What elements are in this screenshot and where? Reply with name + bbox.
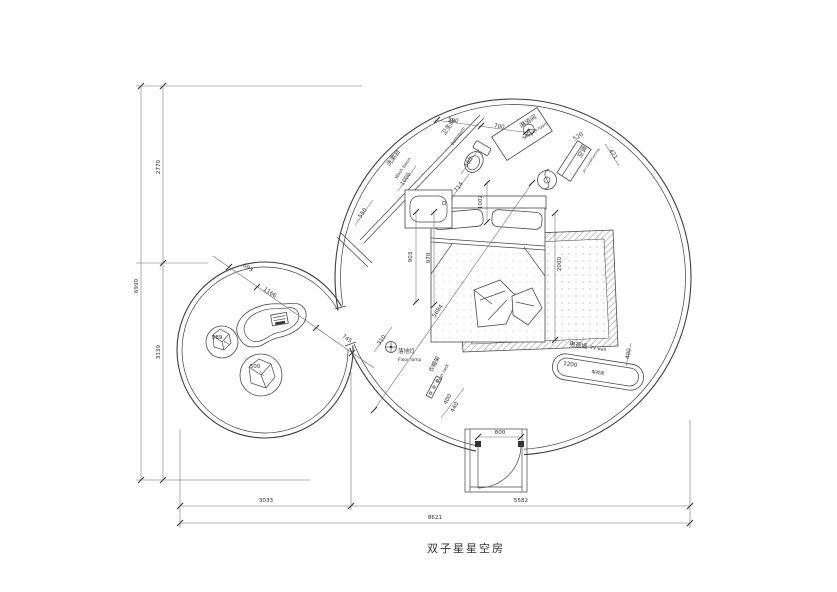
interior-wall	[336, 232, 373, 268]
door-jamb-right	[518, 441, 524, 447]
dim-8621: 8621	[428, 515, 443, 521]
bathroom-label-en: Bathroom	[450, 126, 467, 147]
blanket-fold	[473, 279, 519, 328]
dim-2770: 2770	[156, 159, 162, 174]
dim-5582: 5582	[514, 498, 528, 504]
pillow-right	[491, 209, 543, 230]
chair-a	[205, 325, 239, 359]
dim-3033: 3033	[259, 498, 274, 504]
tv-console: 电视柜	[552, 353, 644, 391]
dim-903: 903	[408, 251, 414, 262]
dim-421: 421	[607, 148, 618, 161]
dim-714: 714	[454, 181, 465, 194]
dim-310: 310	[377, 334, 388, 347]
table-tray	[270, 311, 289, 327]
floorlamp-label-cn: 落地灯	[398, 347, 415, 355]
air-conditioner	[537, 140, 592, 190]
dim-1002: 1002	[478, 195, 484, 209]
floor-lamp	[385, 341, 397, 353]
chair-b	[239, 353, 283, 397]
dim-3139: 3139	[156, 344, 162, 359]
dim-500: 500	[250, 364, 261, 370]
door-jamb-left	[475, 441, 481, 447]
coatrack-label-cn: 衣帽架	[427, 354, 442, 373]
dim-1200-tv: 1200	[563, 361, 578, 369]
dim-2000: 2000	[557, 256, 563, 271]
dim-970: 970	[426, 252, 432, 263]
exterior-dimension-lines	[136, 82, 694, 528]
tv-cabinet-label: 电视柜	[591, 368, 606, 377]
dim-550: 550	[358, 207, 369, 220]
shower-stall	[491, 107, 553, 161]
toilet	[464, 140, 492, 173]
bathroom-partition-wall	[359, 114, 485, 244]
drawing-title: 双子星星空房	[427, 541, 505, 555]
dim-400-tv: 400	[625, 348, 633, 360]
coat-rack	[425, 375, 443, 399]
blanket-fold-2	[511, 287, 543, 326]
tvwall-label-en: TV wall	[589, 345, 607, 354]
dim-1166: 1166	[262, 287, 278, 300]
interior-dimension-lines	[212, 116, 632, 441]
floorlamp-label-en: Floor lamp	[398, 357, 422, 363]
dim-560: 560	[464, 156, 475, 169]
passage-opening	[330, 302, 362, 352]
dim-440-rack: 440	[450, 401, 461, 414]
dim-693: 693	[241, 263, 254, 274]
dim-800-door: 800	[495, 430, 506, 436]
tvwall-label-cn: 电视墙	[569, 340, 589, 351]
dim-700: 700	[493, 123, 505, 131]
dim-6990: 6990	[134, 278, 140, 293]
dim-590: 590	[447, 117, 459, 125]
dim-745: 745	[340, 334, 353, 345]
dim-589: 589	[212, 335, 223, 341]
bed	[428, 195, 547, 343]
dim-520: 520	[572, 132, 585, 143]
entrance-vestibule	[464, 428, 528, 493]
dim-400-rack: 400	[443, 393, 454, 406]
curved-table	[236, 302, 307, 348]
washbasin	[404, 189, 453, 229]
door-swing-arc	[477, 444, 522, 489]
